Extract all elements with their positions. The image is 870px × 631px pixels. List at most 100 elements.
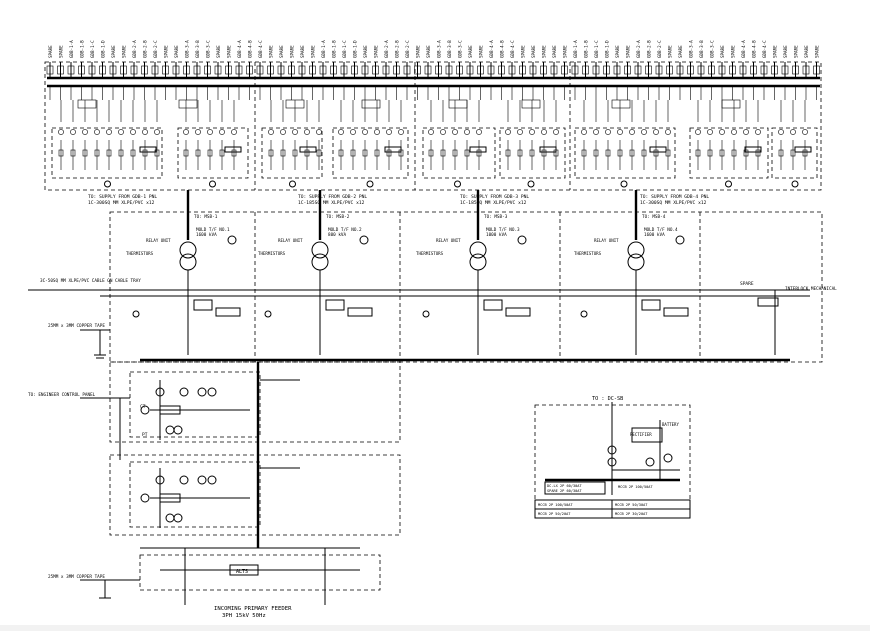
feeder-tag: GDB-2-A [384,40,389,58]
feeder-tag: GDB-1-C [90,40,95,58]
feeder-tag: GDB-2-C [153,40,158,58]
feeder-tag: SPARE [794,45,799,58]
relay-label: RELAY UNIT [146,238,171,243]
feeder-tag: SPARE [111,45,116,58]
feeder-tag: GDB-2-A [636,40,641,58]
dc-schedule-3: MCCB 2P 50/20AT [538,512,571,516]
feeder-tag: GDB-2-C [657,40,662,58]
feeder-tag: SPARE [300,45,305,58]
dc-schedule-2: MCCB 2P 50/30AT [615,503,648,507]
dc-panel-title: TO : DC-SB [592,396,623,402]
feeder-tag: SPARE [216,45,221,58]
transformer-kva: 1000 kVA [486,232,507,238]
feeder-tag: SPARE [416,45,421,58]
dc-legend-3: MCCB 2P 100/50AT [618,485,653,489]
lv-bus-label-2: TO: SUPPLY FROM GDB-2 PNL [298,194,367,200]
feeder-tag: GDB-2-A [132,40,137,58]
feeder-tag: SPARE [668,45,673,58]
lv-breakers [58,99,812,188]
feeder-tag: GDB-4-B [500,40,505,58]
feeder-tag: GDB-4-B [248,40,253,58]
lv-bus-label-3: TO: SUPPLY FROM GDB-3 PNL [460,194,529,200]
feeder-tag: GDB-4-A [489,40,494,58]
lv-outgoing-feeders: SPARE SPARE GDB-1-A GDB-1-B GDB-1-C GDB-1-D SP… [46,40,820,100]
lv-switchboard-frame [44,61,822,191]
incoming-panels: TO: ENGINEER CONTROL PANEL [28,361,401,548]
hv-labels: 3C-50SQ MM XLPE/PVC CABLE ON CABLE TRAY … [40,278,837,359]
transformer-section [28,211,823,363]
pt-label: PT [142,432,148,438]
feeder-tag: SPARE [563,45,568,58]
transformer-tag: TO: MSB-4 [642,214,666,220]
feeder-tag: GDB-3-B [447,40,452,58]
hv-cable-tray-label: 3C-50SQ MM XLPE/PVC CABLE ON CABLE TRAY [40,278,141,284]
feeder-tag: GDB-2-B [647,40,652,58]
transformer-kva: 800 kVA [328,232,347,238]
feeder-tag: SPARE [552,45,557,58]
lv-bus-label-1: TO: SUPPLY FROM GDB-1 PNL [88,194,157,200]
lv-cable-label-4: 1C-300SQ MM XLPE/PVC x12 [640,200,707,206]
feeder-tag: GDB-4-B [752,40,757,58]
feeder-tag: GDB-3-A [437,40,442,58]
feeder-tag: GDB-4-A [237,40,242,58]
lv-cable-label-2: 1C-185SQ MM XLPE/PVC x12 [298,200,365,206]
feeder-tag: SPARE [531,45,536,58]
incoming-feeder: ALTS 25MM x 3MM COPPER TAPE INCOMING PRI… [48,547,381,619]
dc-battery-label: BATTERY [662,422,679,427]
lv-subpanels [51,127,818,179]
feeder-tag: SPARE [227,45,232,58]
feeder-tag: SPARE [363,45,368,58]
feeder-tag: SPARE [468,45,473,58]
feeder-tag: SPARE [626,45,631,58]
feeder-tag: SPARE [279,45,284,58]
feeder-tag: GDB-3-C [458,40,463,58]
feeder-tag: GDB-1-D [101,40,106,58]
feeder-tag: SPARE [174,45,179,58]
dc-legend-2: SPARE 2P 60/30AT [547,489,582,493]
thermistor-label: THERMISTORS [574,251,602,256]
feeder-tag: SPARE [269,45,274,58]
earth-tape-label: 25MM x 3MM COPPER TAPE [48,323,105,329]
ct-label: CT [140,404,146,410]
feeder-tag: GDB-2-B [395,40,400,58]
feeder-tag: SPARE [290,45,295,58]
spare-label: SPARE [740,281,754,287]
feeder-tag: GDB-2-C [405,40,410,58]
feeder-tag: SPARE [773,45,778,58]
lv-cable-label-1: 1C-300SQ MM XLPE/PVC x12 [88,200,155,206]
feeder-tag: SPARE [804,45,809,58]
dc-rectifier-label: RECTIFIER [630,432,652,437]
feeder-tag: SPARE [164,45,169,58]
feeder-tag: GDB-3-B [195,40,200,58]
relay-label: RELAY UNIT [436,238,461,243]
incoming-detail: CT PT [140,380,250,528]
feeder-tag: SPARE [122,45,127,58]
feeder-tag: GDB-4-C [510,40,515,58]
thermistor-label: THERMISTORS [416,251,444,256]
relay-label: RELAY UNIT [594,238,619,243]
feeder-tag: GDB-1-D [353,40,358,58]
lv-cable-label-3: 1C-185SQ MM XLPE/PVC x12 [460,200,527,206]
feeder-tag: GDB-1-B [584,40,589,58]
feeder-tag: GDB-4-A [741,40,746,58]
transformer-tag: TO: MSB-1 [194,214,218,220]
feeder-tag: GDB-1-A [321,40,326,58]
feeder-tag: GDB-1-C [594,40,599,58]
feeder-tag: SPARE [678,45,683,58]
feeder-tag: GDB-1-B [80,40,85,58]
feeder-tag: SPARE [731,45,736,58]
feeder-tag: GDB-3-C [710,40,715,58]
dc-panel: TO : DC-SB RECTIFIER BATTERY DC-LX 2P 60… [534,396,691,519]
feeder-tag: SPARE [783,45,788,58]
thermistor-label: THERMISTORS [258,251,286,256]
bottom-scroll-strip [0,625,870,631]
feeder-tag: GDB-1-C [342,40,347,58]
dc-schedule-1: MCCB 2P 100/50AT [538,503,573,507]
interlock-label: INTERLOCK MECHANICAL [785,286,837,292]
transformer-rating: MOLD T/F NO.1 [196,227,230,233]
transformer-rating: MOLD T/F NO.2 [328,227,362,233]
feeder-tag: SPARE [542,45,547,58]
feeder-tag: GDB-1-A [69,40,74,58]
